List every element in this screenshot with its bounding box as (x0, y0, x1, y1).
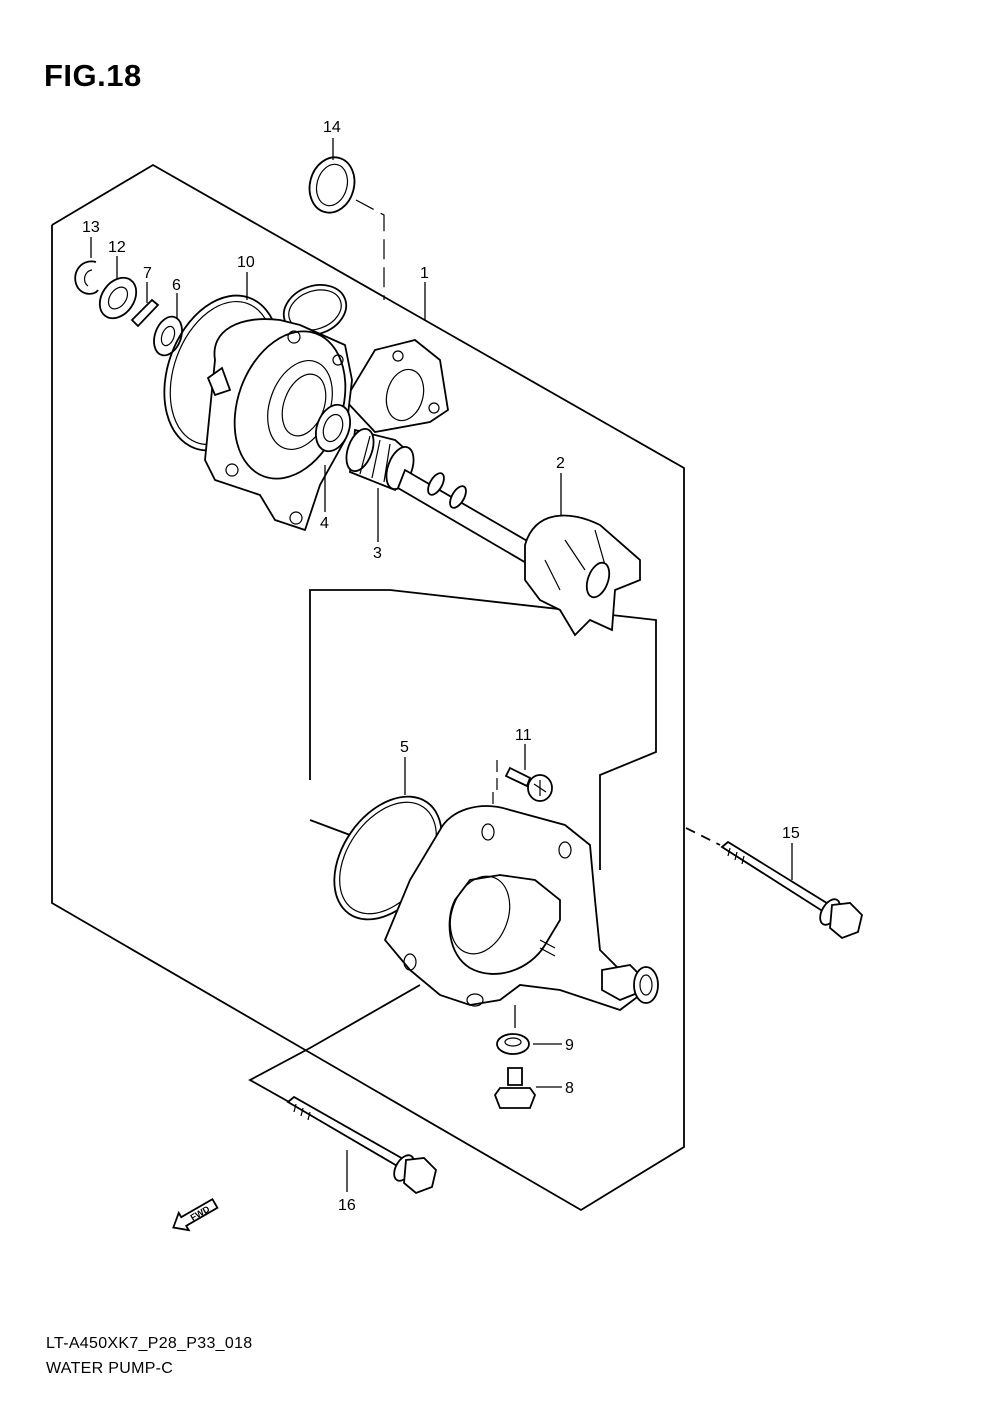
fwd-direction-marker: FWD (172, 1197, 219, 1232)
part-7-pin (130, 298, 160, 328)
part-4-oil-seal (314, 403, 352, 453)
part-16-flange-bolt (286, 1095, 437, 1195)
part-2-impeller-shaft (396, 468, 641, 637)
callout-3: 3 (373, 545, 382, 562)
part-13-circlip (74, 260, 99, 295)
pump-case-bracket (309, 589, 657, 870)
callout-5: 5 (400, 739, 409, 756)
part-1-pump-housing (204, 318, 449, 532)
part-8-drain-bolt (493, 1067, 537, 1109)
callout-9: 9 (565, 1037, 574, 1054)
callout-11: 11 (515, 727, 532, 744)
bolt-16-bracket (248, 984, 421, 1126)
callout-14: 14 (323, 119, 341, 136)
diagram-code: LT-A450XK7_P28_P33_018 (46, 1335, 253, 1352)
part-6-washer (153, 315, 183, 357)
part-15-flange-bolt (720, 840, 863, 940)
pump-case-cover (383, 805, 659, 1012)
callout-4: 4 (320, 515, 329, 532)
callout-10: 10 (237, 254, 255, 271)
part-14-o-ring (308, 156, 385, 300)
assembly-boundary (51, 163, 685, 1212)
callout-15: 15 (782, 825, 800, 842)
callout-12: 12 (108, 239, 126, 256)
callout-8: 8 (565, 1080, 574, 1097)
callout-6: 6 (172, 277, 181, 294)
callout-13: 13 (82, 219, 100, 236)
callout-7: 7 (143, 265, 152, 282)
part-12-retainer (98, 276, 138, 320)
callout-2: 2 (556, 455, 565, 472)
leader-lines (90, 138, 793, 1192)
part-11-screw (480, 760, 553, 841)
part-9-gasket (496, 1005, 530, 1055)
diagram-name: WATER PUMP-C (46, 1360, 174, 1377)
callout-16: 16 (338, 1197, 356, 1214)
arrow-icon (172, 1197, 219, 1232)
figure-title: FIG.18 (44, 58, 142, 93)
callout-1: 1 (420, 265, 429, 282)
